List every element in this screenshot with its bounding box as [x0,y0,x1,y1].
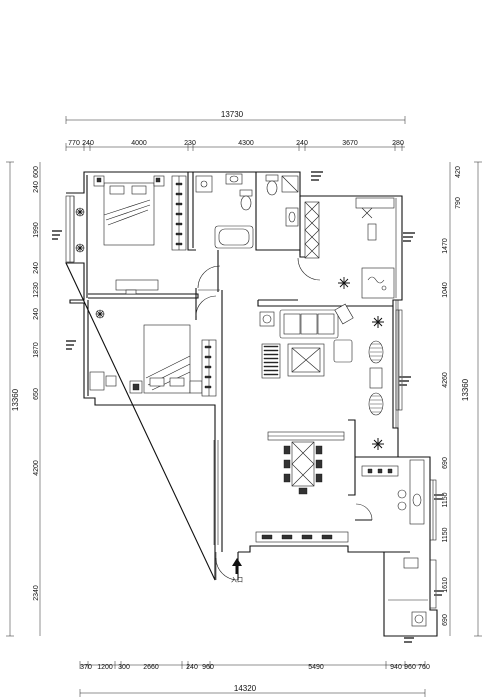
right-dim-3: 1470 [442,238,449,254]
left-dimension-chain: 13360 240 600 1990 240 1230 240 1870 650… [6,161,41,637]
bottom-dim-2: 1200 [97,664,113,671]
bedroom-north-east [304,197,395,299]
door-swings [195,257,373,581]
living-room [259,303,384,450]
vanity [285,207,299,227]
right-dim-10: 690 [442,614,449,626]
top-dim-6: 240 [296,140,308,147]
left-overall-dim: 13360 [11,388,20,411]
shoe-cabinet [255,531,349,543]
desk [355,197,395,209]
bedside-table [189,380,203,394]
entry-label: 入口 [231,577,243,584]
interior-walls [88,172,410,553]
top-dim-2: 240 [82,140,94,147]
bottom-dim-5: 240 [186,664,198,671]
dining-table [291,441,315,487]
left-dim-8: 650 [33,388,40,400]
bottom-dim-7: 5490 [308,664,324,671]
top-dim-3: 4000 [131,140,147,147]
second-bathroom [265,174,299,227]
armchair [334,303,354,325]
windows [65,195,437,609]
right-dim-2: 790 [455,197,462,209]
tv-cabinet [369,367,383,389]
shower [195,175,213,193]
right-dimension-chain: 13360 420 790 1470 1040 4260 690 1150 11… [442,161,482,637]
desk [115,279,159,291]
toilet [265,174,279,196]
plant-icon [372,316,384,328]
washing-machine [411,611,427,627]
left-dim-4: 240 [33,262,40,274]
dining-area [255,431,349,543]
plant-icon [338,277,350,289]
second-bedroom [89,309,217,397]
plant-icon [75,207,85,217]
wardrobe [304,201,320,259]
left-dim-6: 240 [33,308,40,320]
bottom-dim-3: 300 [118,664,130,671]
sofa [279,309,339,339]
plant-icon [75,243,85,253]
top-overall-dim: 13730 [221,110,244,119]
toilet [239,189,253,211]
area-notes [52,171,444,643]
counter [409,459,425,525]
right-dim-9: 1610 [442,577,449,593]
master-bedroom [75,175,187,295]
utility-balcony [388,557,428,627]
vanity [225,173,243,185]
right-dim-7: 1150 [442,492,449,507]
top-dim-5: 4300 [238,140,254,147]
stove [397,489,407,511]
right-dim-6: 690 [442,457,449,469]
armchair [333,339,353,363]
rug [261,343,281,379]
wardrobe [171,175,187,251]
right-dim-8: 1150 [442,527,449,542]
left-dim-1: 240 [33,181,40,193]
bottom-dim-6: 960 [202,664,214,671]
desk [89,371,105,391]
left-dim-7: 1870 [33,342,40,358]
side-table [259,311,275,327]
bottom-dim-4: 2660 [143,664,159,671]
left-dim-10: 2340 [33,585,40,601]
coffee-table [287,343,325,377]
kitchen [361,459,425,525]
plant-icon [372,438,384,450]
decorative-disc [368,392,384,416]
dining-chair [283,445,323,495]
left-dim-2: 600 [33,166,40,178]
decorative-disc [368,340,384,364]
bottom-dim-8: 940 [390,664,402,671]
top-dim-4: 230 [184,140,196,147]
bottom-dim-1: 370 [80,664,92,671]
bottom-dimension-chain: 370 1200 300 2660 240 960 5490 940 960 7… [79,661,430,697]
left-dim-5: 1230 [33,282,40,298]
plant-icon [95,309,105,319]
bottom-dim-9: 960 [404,664,416,671]
top-dim-1: 770 [68,140,80,147]
right-dim-5: 4260 [442,372,449,388]
entry: 入口 [231,558,243,584]
bed [361,267,395,299]
chair [367,223,377,241]
bottom-overall-dim: 14320 [234,684,257,693]
left-dim-3: 1990 [33,222,40,238]
entry-arrow-icon [232,558,242,574]
top-dim-7: 3670 [342,140,358,147]
bathtub [214,225,254,249]
right-dim-1: 420 [455,166,462,178]
left-dim-9: 4200 [33,460,40,476]
right-dim-4: 1040 [442,282,449,298]
wardrobe [201,339,217,397]
top-dim-8: 280 [392,140,404,147]
bottom-dim-10: 760 [418,664,430,671]
right-overall-dim: 13360 [461,378,470,401]
top-dimension-chain: 13730 770 240 4000 230 4300 240 3670 280 [65,110,406,151]
master-bathroom [195,173,254,249]
